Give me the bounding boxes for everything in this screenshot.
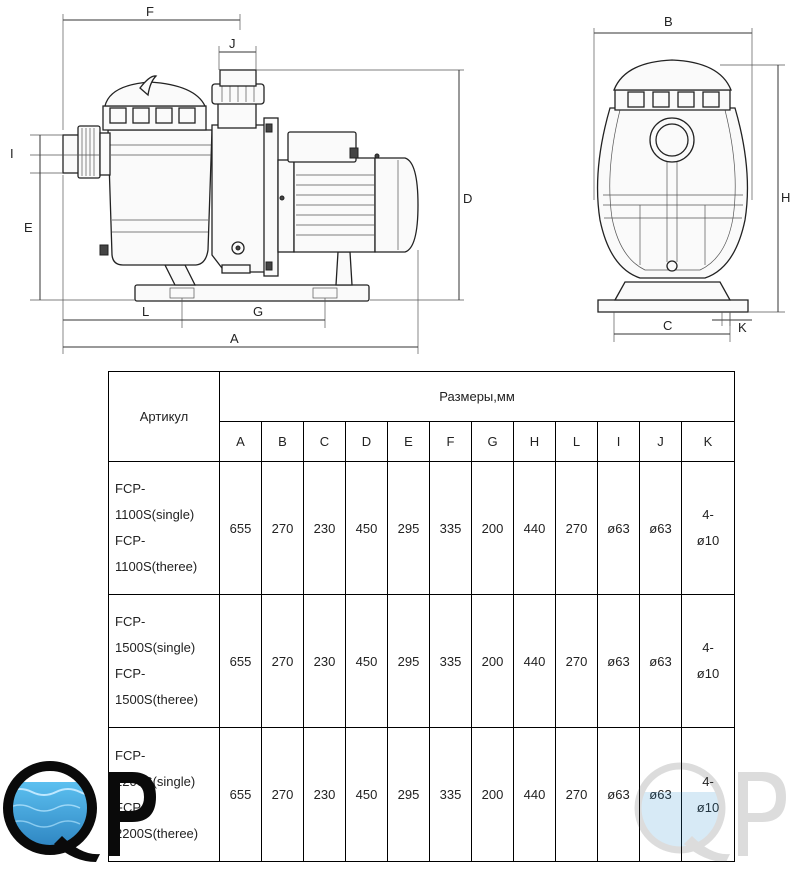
model-cell: FCP- 2200S(single) FCP- 2200S(theree)	[108, 727, 220, 862]
k-value-line: 4-	[702, 773, 714, 789]
table-header-row: Артикул Размеры,мм	[108, 371, 736, 462]
k-value-cell: 4- ø10	[680, 594, 736, 728]
model-line: 1500S(theree)	[115, 692, 199, 707]
table-row: FCP- 1100S(single) FCP- 1100S(theree) 65…	[108, 461, 736, 595]
value-cell: 270	[261, 461, 304, 595]
value-cell: ø63	[639, 594, 682, 728]
value-cell: 440	[513, 594, 556, 728]
value-cell: 200	[471, 727, 514, 862]
dimensions-header: Размеры,мм	[218, 371, 736, 422]
model-line: FCP-	[115, 614, 146, 629]
value-cell: 200	[471, 461, 514, 595]
k-value-line: 4-	[702, 507, 714, 522]
k-value-line: 4-	[702, 640, 714, 655]
column-header: C	[303, 421, 346, 462]
value-cell: 230	[303, 727, 346, 862]
table-row: FCP- 2200S(single) FCP- 2200S(theree) 65…	[108, 727, 736, 862]
value-cell: 295	[387, 594, 430, 728]
value-cell: 200	[471, 594, 514, 728]
dim-label-b: B	[664, 14, 673, 29]
value-cell: 655	[219, 594, 262, 728]
model-cell: FCP- 1100S(single) FCP- 1100S(theree)	[108, 461, 220, 595]
value-cell: 655	[219, 461, 262, 595]
dim-label-l: L	[142, 304, 149, 319]
model-line: 1100S(single)	[115, 507, 195, 522]
dimensions-table: Артикул Размеры,мм A B C D E F G H L I J…	[108, 371, 736, 862]
value-cell: 450	[345, 461, 388, 595]
model-cell: FCP- 1500S(single) FCP- 1500S(theree)	[108, 594, 220, 728]
model-line: 2200S(theree)	[115, 825, 199, 841]
value-cell: 335	[429, 594, 472, 728]
model-line: 1500S(single)	[115, 640, 196, 655]
column-header: J	[639, 421, 682, 462]
column-header: E	[387, 421, 430, 462]
column-header: G	[471, 421, 514, 462]
column-header: B	[261, 421, 304, 462]
model-line: FCP-	[115, 481, 146, 496]
value-cell: ø63	[597, 461, 640, 595]
k-value-cell: 4- ø10	[680, 461, 736, 595]
value-cell: 335	[429, 461, 472, 595]
value-cell: 450	[345, 727, 388, 862]
front-view-dimensions: B H C K	[593, 14, 790, 342]
column-header: K	[680, 421, 736, 462]
model-line: FCP-	[115, 533, 146, 548]
value-cell: ø63	[639, 727, 682, 862]
k-value-line: ø10	[682, 795, 734, 821]
dim-label-g: G	[253, 304, 263, 319]
column-header: L	[555, 421, 598, 462]
dim-label-d: D	[463, 191, 472, 206]
side-view-dimensions: F J D I E L G A	[10, 4, 472, 354]
table-row: FCP- 1500S(single) FCP- 1500S(theree) 65…	[108, 594, 736, 728]
dim-label-i: I	[10, 146, 14, 161]
k-value-line: ø10	[696, 666, 720, 681]
pump-dimension-drawing: F J D I E L G A	[0, 0, 800, 370]
value-cell: 440	[513, 727, 556, 862]
dim-label-f: F	[146, 4, 154, 19]
column-header: I	[597, 421, 640, 462]
model-line: FCP-	[115, 666, 146, 681]
value-cell: ø63	[597, 727, 640, 862]
pump-side-view	[62, 69, 419, 302]
value-cell: 270	[555, 594, 598, 728]
pump-front-view	[596, 59, 749, 313]
value-cell: 450	[345, 594, 388, 728]
article-header: Артикул	[108, 371, 220, 462]
column-header: A	[219, 421, 262, 462]
value-cell: 270	[555, 727, 598, 862]
qp-logo	[0, 752, 160, 864]
dim-label-h: H	[781, 190, 790, 205]
value-cell: 270	[261, 594, 304, 728]
dim-label-k: K	[738, 320, 747, 335]
dim-label-e: E	[24, 220, 33, 235]
model-line: FCP-	[115, 747, 146, 763]
dim-label-a: A	[230, 331, 239, 346]
column-header: F	[429, 421, 472, 462]
value-cell: 440	[513, 461, 556, 595]
model-line: 1100S(theree)	[115, 559, 198, 574]
column-header: H	[513, 421, 556, 462]
dim-label-c: C	[663, 318, 672, 333]
value-cell: 335	[429, 727, 472, 862]
k-value-cell: 4- ø10	[680, 727, 736, 862]
value-cell: 270	[261, 727, 304, 862]
value-cell: 270	[555, 461, 598, 595]
value-cell: 295	[387, 727, 430, 862]
dim-label-j: J	[229, 36, 236, 51]
column-header: D	[345, 421, 388, 462]
value-cell: 230	[303, 461, 346, 595]
k-value-line: ø10	[696, 533, 720, 548]
qp-logo-watermark	[630, 752, 790, 864]
value-cell: ø63	[597, 594, 640, 728]
value-cell: ø63	[639, 461, 682, 595]
value-cell: 655	[219, 727, 262, 862]
value-cell: 295	[387, 461, 430, 595]
value-cell: 230	[303, 594, 346, 728]
